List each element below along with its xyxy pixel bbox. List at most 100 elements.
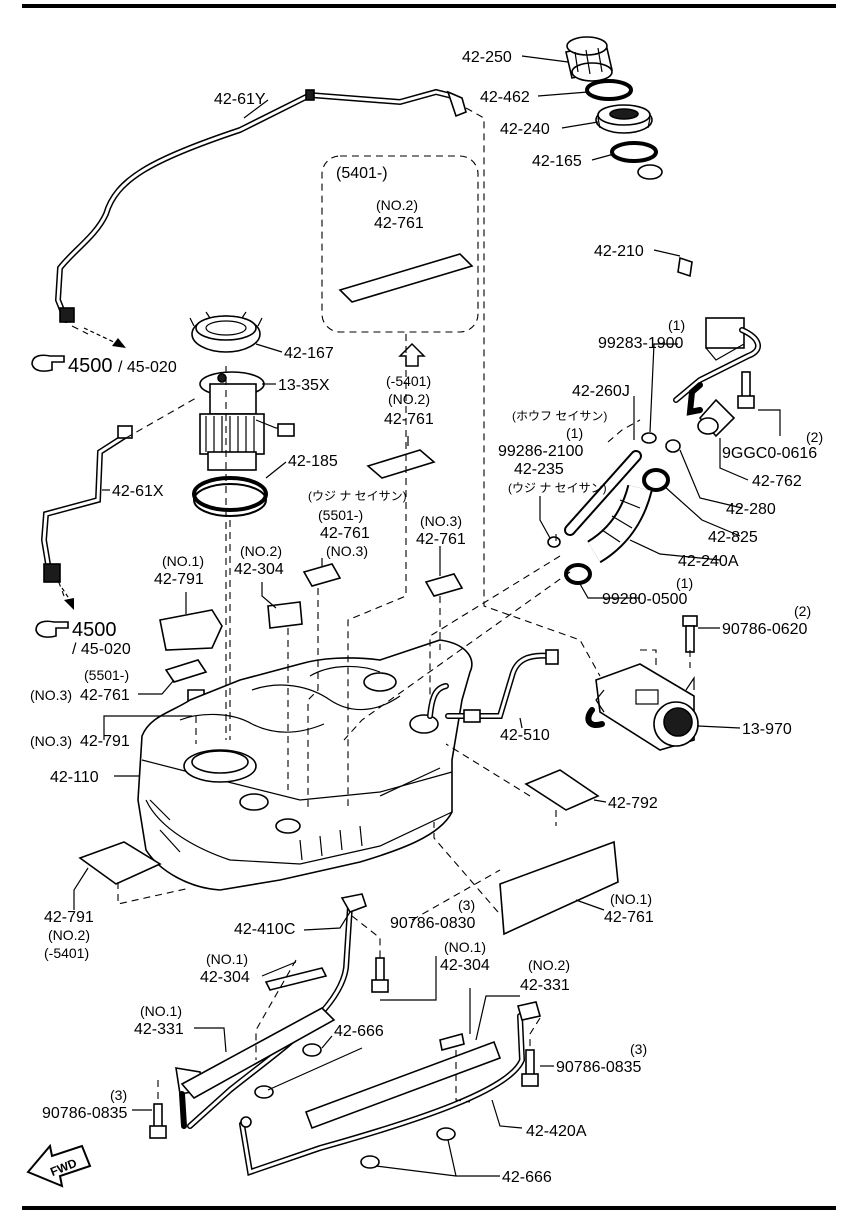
pad-42-331-no1 — [180, 1007, 336, 1100]
label-no2-e: (NO.2) — [240, 543, 282, 559]
label-90786-0830-qty: (3) — [458, 897, 475, 913]
fuel-pump-13-35X — [199, 371, 295, 471]
label-no3-c: (NO.3) — [326, 543, 368, 559]
label-42-185: 42-185 — [288, 453, 338, 470]
pad-42-761-no3-a — [302, 563, 342, 587]
label-42-510: 42-510 — [500, 727, 550, 744]
label-ref-4500-a: 4500 — [68, 355, 113, 377]
label-ref-4500-b: 4500 — [72, 619, 117, 641]
label-99283-1900: 99283-1900 — [598, 335, 684, 352]
label-ref-45-020-a: / 45-020 — [118, 359, 177, 376]
hose-42-762 — [697, 398, 736, 438]
label-42-666-a: 42-666 — [334, 1023, 384, 1040]
label-42-761-c: 42-761 — [320, 525, 370, 542]
clip-99286 — [547, 536, 561, 548]
fwd-arrow-icon — [26, 1143, 92, 1188]
variant-box-5401 — [321, 155, 479, 333]
label-13-970: 13-970 — [742, 721, 792, 738]
label-42-61Y: 42-61Y — [214, 91, 266, 108]
label-42-462: 42-462 — [480, 89, 530, 106]
label-42-420A: 42-420A — [526, 1123, 587, 1140]
label-9ggc-qty: (2) — [806, 429, 823, 445]
fuel-tank-42-110 — [137, 639, 473, 891]
leader-lines — [73, 55, 781, 1177]
pad-42-791-no2 — [78, 841, 162, 885]
label-no1-j: (NO.1) — [610, 891, 652, 907]
label-42-825: 42-825 — [708, 529, 758, 546]
clamp-42-825 — [642, 468, 670, 492]
label-no3-h: (NO.3) — [30, 733, 72, 749]
label-90786-0835-b: 90786-0835 — [556, 1059, 642, 1076]
label-42-331-l: 42-331 — [134, 1021, 184, 1038]
label-90786-0835a-qty: (3) — [110, 1087, 127, 1103]
label-no1-f: (NO.1) — [162, 553, 204, 569]
label-13-35X: 13-35X — [278, 377, 330, 394]
pad-42-761-no1 — [499, 840, 619, 936]
pad-42-791-no1 — [159, 609, 223, 651]
label-42-165: 42-165 — [532, 153, 582, 170]
label-42-304-e: 42-304 — [234, 561, 284, 578]
label-no2-n: (NO.2) — [528, 957, 570, 973]
gasket-42-165 — [610, 141, 658, 163]
label-jp-ujina-1: (ウジ ナ セイサン) — [508, 481, 607, 495]
label-42-260J: 42-260J — [572, 383, 630, 400]
label-5501-g: (5501-) — [84, 667, 129, 683]
label-no2-i: (NO.2) — [48, 927, 90, 943]
label-5501-a: (5501-) — [318, 507, 363, 523]
label-42-240A: 42-240A — [678, 553, 739, 570]
label-42-235: 42-235 — [514, 461, 564, 478]
label-99280-qty: (1) — [676, 575, 693, 591]
pointing-hand-icon — [35, 620, 69, 638]
label-m5401-42-761: 42-761 — [384, 411, 434, 428]
label-42-791-f: 42-791 — [154, 571, 204, 588]
label-90786-0835-a: 90786-0835 — [42, 1105, 128, 1122]
pad-42-304-no1-b — [439, 1033, 465, 1051]
label-jp-houfu: (ホウフ セイサン) — [512, 409, 607, 423]
bolt-90786-0835-a — [149, 1103, 167, 1139]
pad-42-304-no1-a — [264, 967, 328, 991]
strap-42-420A — [239, 1001, 542, 1176]
label-jp-ujina-2: (ウジ ナ セイサン) — [308, 489, 407, 503]
ref-arrow-2 — [61, 587, 74, 610]
label-90786-0620: 90786-0620 — [722, 621, 808, 638]
label-42-304-m: 42-304 — [440, 957, 490, 974]
part-labels: 42-61Y 42-250 42-462 42-240 42-165 42-21… — [30, 49, 823, 1186]
gasket-42-462 — [585, 79, 633, 101]
label-42-761-g: 42-761 — [80, 687, 130, 704]
retainer-ring-42-167 — [189, 311, 263, 353]
label-99280-0500: 99280-0500 — [602, 591, 688, 608]
label-42-61X: 42-61X — [112, 483, 164, 500]
label-ref-45-020-b: / 45-020 — [72, 641, 131, 658]
pad-42-761-m5401 — [366, 449, 436, 479]
label-m5401-no2: (NO.2) — [388, 391, 430, 407]
fuel-line-42-61Y — [54, 88, 467, 323]
pad-42-304-no2 — [267, 601, 303, 629]
label-42-331-n: 42-331 — [520, 977, 570, 994]
label-42-666-b: 42-666 — [502, 1169, 552, 1186]
up-arrow-outline-icon — [398, 342, 426, 367]
label-42-791-i: 42-791 — [44, 909, 94, 926]
label-90786-0830: 90786-0830 — [390, 915, 476, 932]
label-99286-qty: (1) — [566, 425, 583, 441]
label-99283-qty: (1) — [668, 317, 685, 333]
clamp-99280 — [564, 563, 592, 585]
label-42-792: 42-792 — [608, 795, 658, 812]
label-99286-2100: 99286-2100 — [498, 443, 584, 460]
label-no1-m: (NO.1) — [444, 939, 486, 955]
hose-42-240A — [586, 484, 653, 564]
label-90786-0620-qty: (2) — [794, 603, 811, 619]
bolt-90786-0835-b — [521, 1049, 539, 1087]
label-9GGC0-0616: 9GGC0-0616 — [722, 445, 817, 462]
label-42-304-k: 42-304 — [200, 969, 250, 986]
label-42-280: 42-280 — [726, 501, 776, 518]
ref-arrow-1 — [83, 327, 126, 348]
pointing-hand-icon — [31, 354, 65, 372]
label-42-210: 42-210 — [594, 243, 644, 260]
nut-42-666-a — [254, 1043, 322, 1099]
hose-42-260J — [564, 450, 642, 536]
label-42-761-d: 42-761 — [416, 531, 466, 548]
filler-pipe-42-210 — [635, 164, 761, 416]
label-42-410C: 42-410C — [234, 921, 295, 938]
clamp-42-280 — [665, 439, 681, 453]
